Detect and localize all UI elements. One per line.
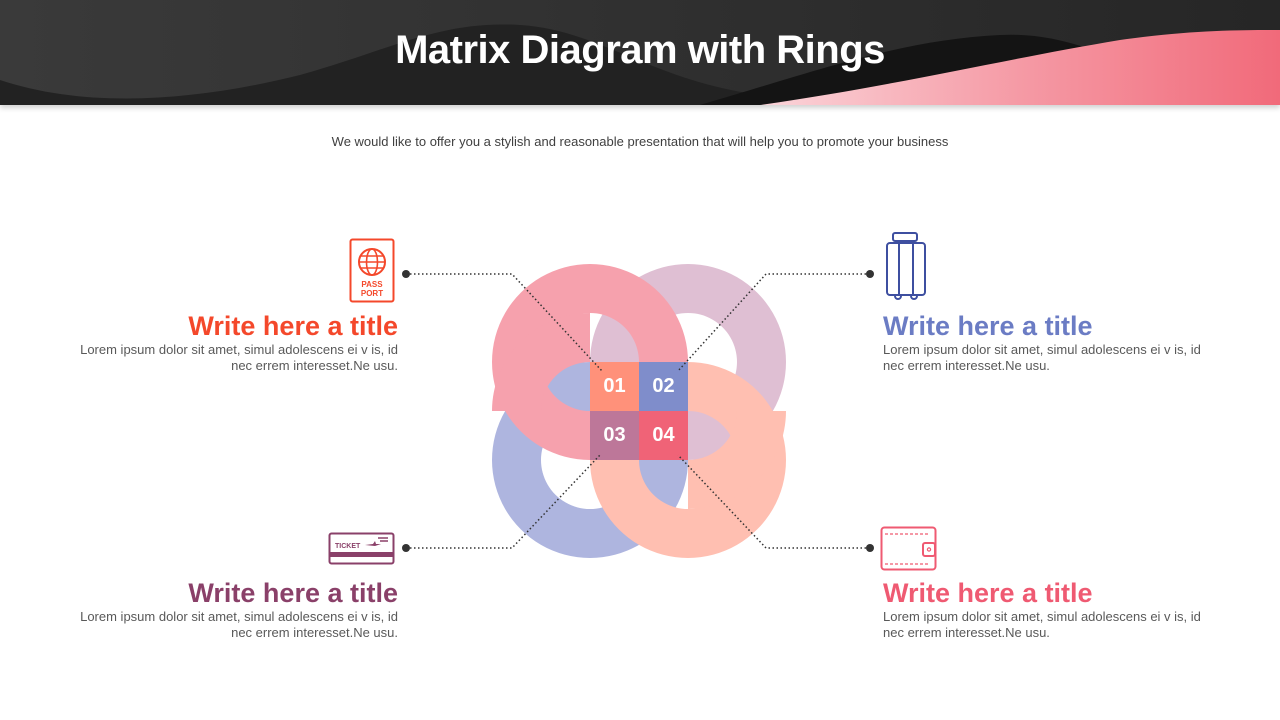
item-block-02: Write here a title Lorem ipsum dolor sit… xyxy=(883,310,1223,374)
page-subtitle: We would like to offer you a stylish and… xyxy=(331,134,949,149)
item-description-03: Lorem ipsum dolor sit amet, simul adoles… xyxy=(80,609,398,640)
item-title-01: Write here a title xyxy=(188,311,398,341)
svg-text:TICKET: TICKET xyxy=(335,543,361,550)
cell-label-01: 01 xyxy=(603,375,626,397)
wallet-icon xyxy=(880,526,937,571)
page-title: Matrix Diagram with Rings xyxy=(395,28,885,72)
cell-02 xyxy=(639,362,688,411)
connector-dot-01 xyxy=(402,270,410,278)
item-title-02: Write here a title xyxy=(883,311,1093,341)
header-banner: Matrix Diagram with Rings xyxy=(0,0,1280,105)
connector-dot-02 xyxy=(866,270,874,278)
suitcase-icon xyxy=(886,232,926,300)
cell-label-02: 02 xyxy=(652,375,675,397)
item-description-02: Lorem ipsum dolor sit amet, simul adoles… xyxy=(883,342,1201,373)
item-block-03: Write here a title Lorem ipsum dolor sit… xyxy=(58,577,398,641)
svg-text:PORT: PORT xyxy=(361,289,383,298)
ticket-icon: TICKET xyxy=(328,532,395,565)
header-wave-background xyxy=(0,0,1280,105)
connector-02 xyxy=(677,273,870,372)
item-block-01: Write here a title Lorem ipsum dolor sit… xyxy=(58,310,398,374)
connector-04 xyxy=(677,454,870,549)
cell-03 xyxy=(590,411,639,460)
item-title-04: Write here a title xyxy=(883,578,1093,608)
cell-04 xyxy=(639,411,688,460)
item-description-01: Lorem ipsum dolor sit amet, simul adoles… xyxy=(80,342,398,373)
passport-icon: PASS PORT xyxy=(349,238,395,303)
cell-label-04: 04 xyxy=(652,424,675,446)
connector-dot-03 xyxy=(402,544,410,552)
cell-label-03: 03 xyxy=(603,424,626,446)
item-description-04: Lorem ipsum dolor sit amet, simul adoles… xyxy=(883,609,1201,640)
cell-01 xyxy=(590,362,639,411)
item-title-03: Write here a title xyxy=(188,578,398,608)
connector-dot-04 xyxy=(866,544,874,552)
svg-text:PASS: PASS xyxy=(361,280,383,289)
item-block-04: Write here a title Lorem ipsum dolor sit… xyxy=(883,577,1223,641)
